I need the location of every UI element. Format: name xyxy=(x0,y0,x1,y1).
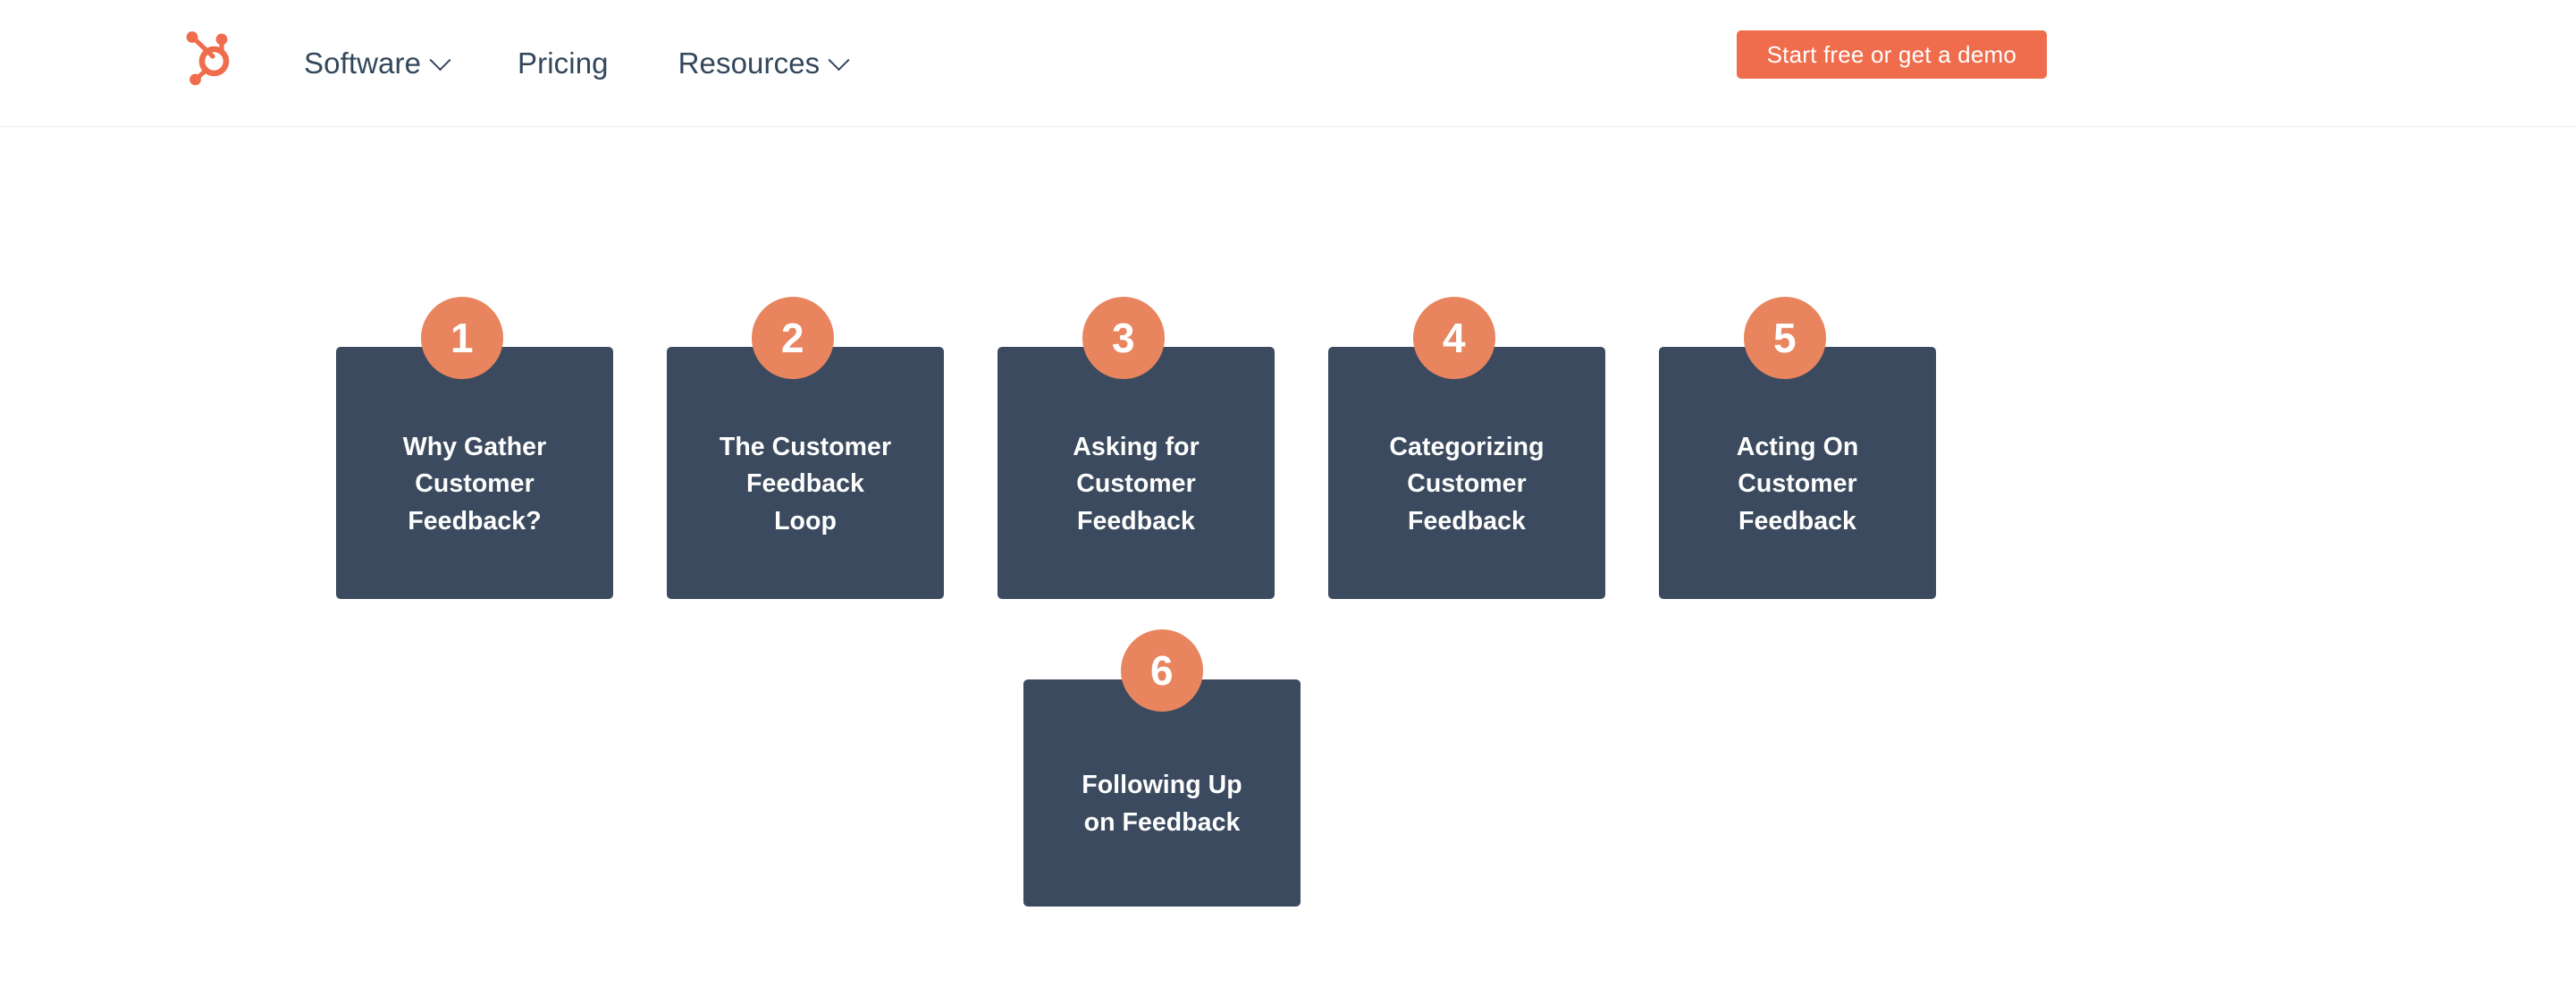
nav-item-label: Software xyxy=(304,46,422,80)
nav-item-label: Pricing xyxy=(518,46,609,80)
feedback-stepper-graphic: Why Gather Customer Feedback? 1 The Cust… xyxy=(0,127,2576,987)
step-badge-5: 5 xyxy=(1744,297,1826,379)
step-badge-2: 2 xyxy=(752,297,834,379)
step-badge-6: 6 xyxy=(1121,629,1203,712)
step-card-title: Following Up on Feedback xyxy=(1082,771,1242,837)
step-badge-1: 1 xyxy=(421,297,503,379)
step-card-title: Asking for Customer Feedback xyxy=(1073,432,1200,536)
chevron-down-icon xyxy=(429,48,451,71)
nav-item-software[interactable]: Software xyxy=(304,46,451,80)
chevron-down-icon xyxy=(828,48,850,71)
step-card-title: Categorizing Customer Feedback xyxy=(1389,432,1545,536)
step-card-title: The Customer Feedback Loop xyxy=(719,432,892,536)
step-card-6[interactable]: Following Up on Feedback xyxy=(1023,679,1301,907)
start-free-or-demo-button[interactable]: Start free or get a demo xyxy=(1736,30,2047,79)
hubspot-sprocket-logo[interactable] xyxy=(177,27,240,89)
step-card-3[interactable]: Asking for Customer Feedback xyxy=(998,347,1275,599)
site-header: Software Pricing Resources Start free or… xyxy=(0,0,2576,127)
nav-item-pricing[interactable]: Pricing xyxy=(518,46,609,80)
main-navigation: Software Pricing Resources xyxy=(304,0,850,127)
step-card-title: Acting On Customer Feedback xyxy=(1736,432,1859,536)
nav-item-label: Resources xyxy=(678,46,821,80)
step-badge-4: 4 xyxy=(1413,297,1495,379)
step-card-1[interactable]: Why Gather Customer Feedback? xyxy=(336,347,613,599)
step-card-5[interactable]: Acting On Customer Feedback xyxy=(1659,347,1936,599)
step-card-4[interactable]: Categorizing Customer Feedback xyxy=(1328,347,1605,599)
nav-item-resources[interactable]: Resources xyxy=(678,46,850,80)
step-card-2[interactable]: The Customer Feedback Loop xyxy=(667,347,944,599)
step-badge-3: 3 xyxy=(1082,297,1165,379)
step-card-title: Why Gather Customer Feedback? xyxy=(402,432,547,536)
